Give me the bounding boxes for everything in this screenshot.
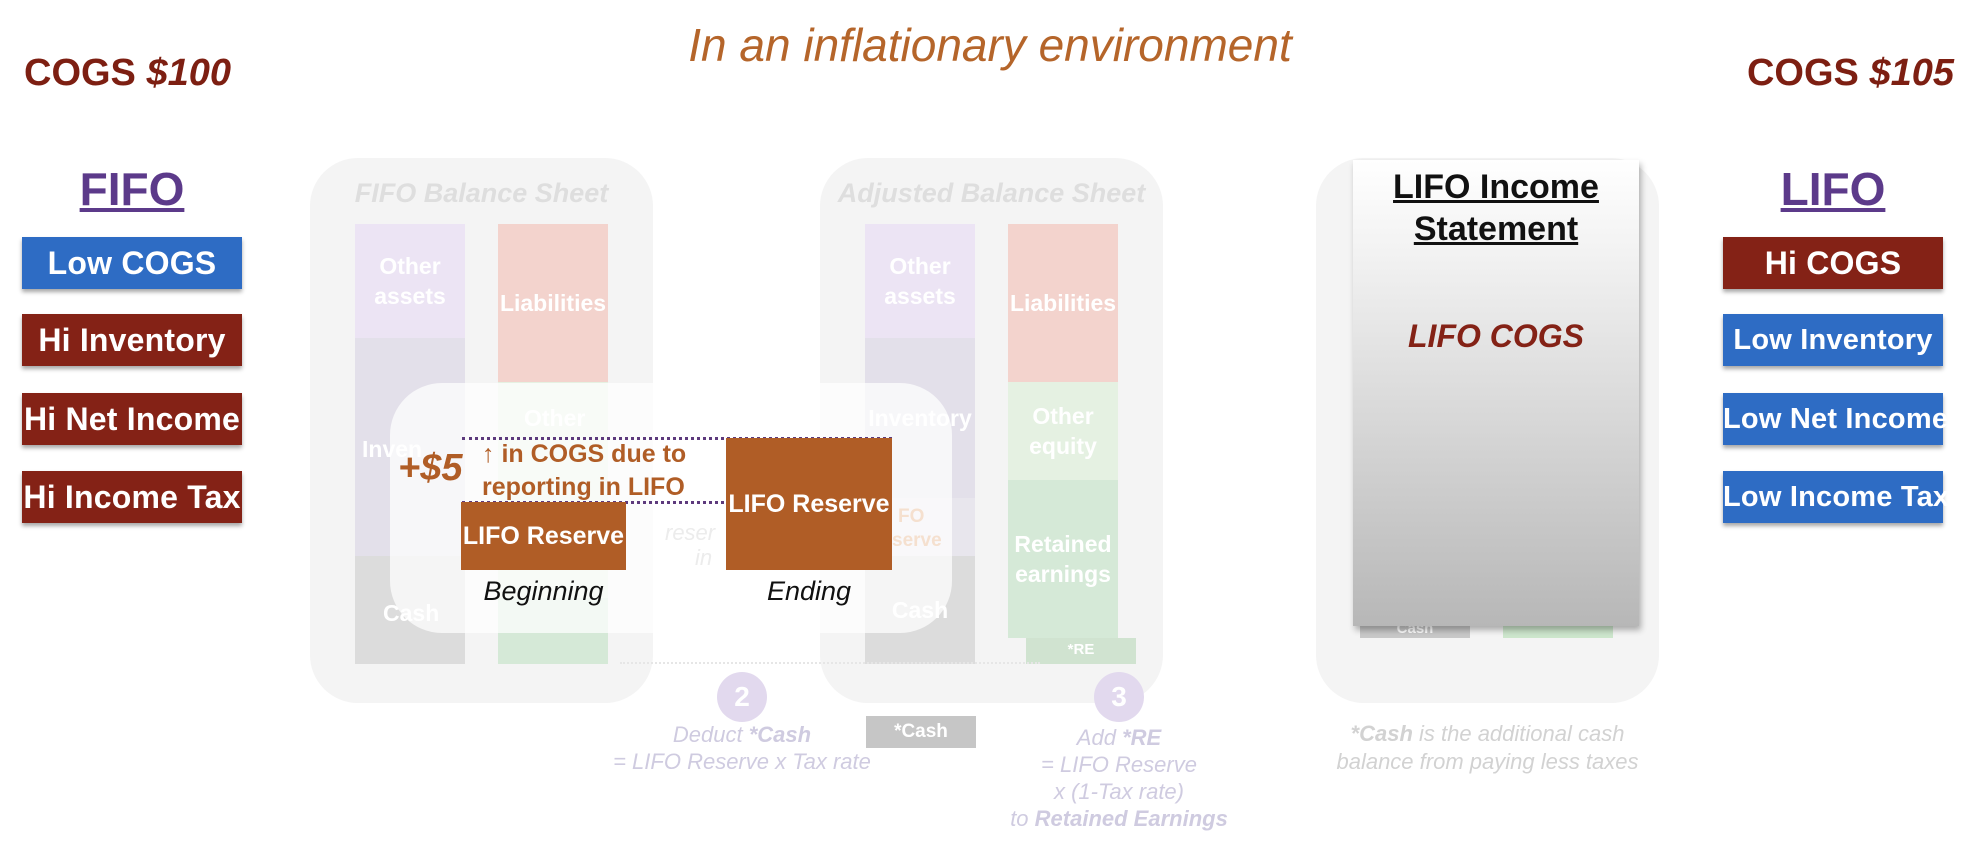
step-3-description: Add *RE = LIFO Reserve x (1-Tax rate) to… (990, 724, 1248, 832)
step-3-line4: to Retained Earnings (990, 805, 1248, 832)
step-2-badge: 2 (717, 672, 767, 722)
adjusted-liabilities-block: Liabilities (1008, 224, 1118, 382)
cash-footnote-bold: *Cash (1350, 721, 1413, 746)
step-3-badge: 3 (1094, 672, 1144, 722)
step-3-line1-prefix: Add (1076, 725, 1123, 750)
fifo-heading: FIFO (79, 163, 185, 215)
adjusted-other-assets-block: Other assets (865, 224, 975, 338)
step-3-line1: Add *RE (990, 724, 1248, 751)
lifo-heading: LIFO (1780, 163, 1886, 215)
lifo-tag-low-net-income: Low Net Income (1723, 393, 1948, 445)
ghost-in-text: in (695, 545, 713, 570)
lifo-tag-low-income-tax: Low Income Tax (1723, 471, 1949, 523)
lifo-tag-low-inventory: Low Inventory (1723, 314, 1943, 366)
slide-title: In an inflationary environment (688, 19, 1292, 71)
step-2-line1-bold: *Cash (748, 722, 812, 747)
lifo-cogs-amount: $105 (1869, 52, 1954, 94)
step-2-line1: Deduct *Cash (590, 721, 894, 748)
lifo-tag-hi-cogs: Hi COGS (1723, 237, 1943, 289)
connector-dotted-line (620, 662, 1040, 664)
fifo-cash-ghost-label: Cash (383, 600, 440, 626)
lifo-income-statement-title: LIFO Income Statement (1393, 168, 1599, 248)
adjusted-other-equity-block: Other equity (1008, 382, 1118, 480)
lifo-cogs-label: COGS (1746, 52, 1859, 94)
cogs-increase-amount: +$5 (398, 447, 463, 489)
adjusted-reserve-ghost-label: serve (892, 530, 942, 551)
fifo-balance-sheet-title: FIFO Balance Sheet (354, 178, 609, 208)
step-2-line1-prefix: Deduct (672, 722, 749, 747)
fifo-other-assets-block: Other assets (355, 224, 465, 338)
fifo-other-ghost-label: Other (524, 405, 586, 431)
fifo-tag-hi-inventory: Hi Inventory (22, 314, 242, 366)
cash-footnote-line1-text: is the additional cash (1412, 721, 1625, 746)
step-2-line2: = LIFO Reserve x Tax rate (613, 749, 871, 774)
adjusted-lifo-ghost-label: FO (898, 506, 925, 527)
fifo-cogs-amount: $100 (146, 52, 232, 94)
step-3-line1-bold: *RE (1122, 725, 1162, 750)
cash-footnote-line1: *Cash is the additional cash (1316, 720, 1659, 748)
adjusted-re-chip: *RE (1026, 638, 1136, 664)
fifo-tag-low-cogs: Low COGS (22, 237, 242, 289)
cash-footnote-line2: balance from paying less taxes (1336, 749, 1639, 774)
fifo-tag-hi-income-tax: Hi Income Tax (22, 471, 242, 523)
fifo-cogs-label: COGS (24, 52, 136, 94)
beginning-lifo-reserve-box: LIFO Reserve (461, 502, 626, 570)
beginning-caption: Beginning (483, 576, 604, 606)
lifo-cogs-label: LIFO COGS (1408, 318, 1584, 354)
cogs-increase-note-line2: reporting in LIFO (482, 473, 685, 501)
cogs-increase-note-line1: ↑ in COGS due to (482, 440, 687, 468)
fifo-liabilities-block: Liabilities (498, 224, 608, 382)
ending-lifo-reserve-box: LIFO Reserve (726, 438, 892, 570)
ending-caption: Ending (766, 576, 852, 606)
cash-footnote: *Cash is the additional cash balance fro… (1316, 720, 1659, 776)
top-dotted-line (462, 437, 892, 440)
adjusted-balance-sheet-title: Adjusted Balance Sheet (837, 178, 1146, 208)
adjusted-retained-earnings-block: Retained earnings (1008, 480, 1118, 638)
step-3-line4-prefix: to (1010, 806, 1035, 831)
lifo-income-statement-card (1353, 160, 1639, 626)
cogs-increase-note: ↑ in COGS due to reporting in LIFO (482, 438, 686, 504)
step-2-cash-chip: *Cash (866, 716, 976, 748)
fifo-inventory-ghost-label: Inven (362, 436, 423, 462)
fifo-cogs-heading: COGS $100 (24, 52, 231, 95)
step-3-line2: = LIFO Reserve (1041, 752, 1197, 777)
lifo-cogs-heading: COGS $105 (1747, 52, 1954, 95)
fifo-tag-hi-net-income: Hi Net Income (22, 393, 242, 445)
ghost-reserve-text: reser (665, 520, 716, 545)
step-2-description: Deduct *Cash = LIFO Reserve x Tax rate (590, 721, 894, 775)
step-3-line3: x (1-Tax rate) (1053, 779, 1184, 804)
step-3-line4-bold: Retained Earnings (1034, 806, 1228, 831)
